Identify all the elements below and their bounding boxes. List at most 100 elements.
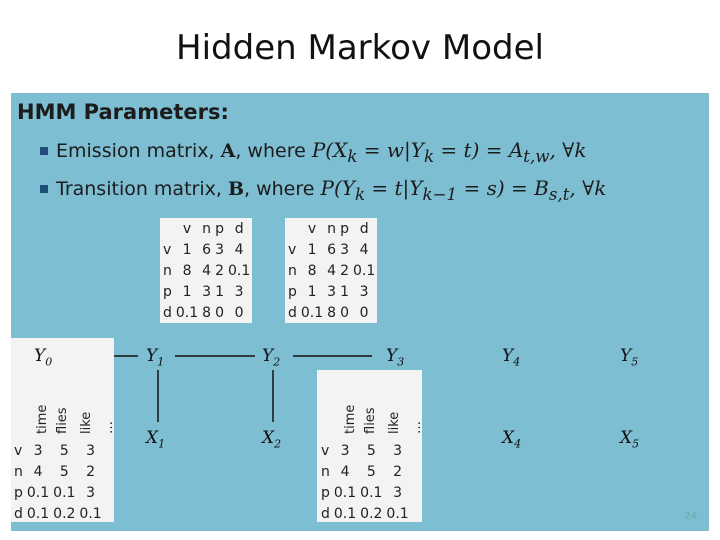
row-header: p [288,283,297,300]
table-cell: 1 [340,283,349,300]
col-header: v [182,220,192,237]
table-cell: 0 [340,304,349,321]
table-cell: 0.1 [300,304,324,321]
col-header: time [343,404,358,434]
slide-title: Hidden Markov Model [176,28,544,68]
bullet-marker [40,147,48,155]
table-cell: 3 [202,283,212,300]
table-cell: 6 [202,241,212,258]
table-cell: 4 [359,241,369,258]
col-header: flies [363,407,378,434]
col-header: … [101,421,116,434]
table-cell: 8 [307,262,317,279]
row-header: d [163,304,172,321]
node-x5: X5 [620,428,640,451]
row-header: n [321,463,330,480]
row-header: v [163,241,172,258]
table-cell: 8 [182,262,192,279]
bullet-bold: B [227,178,244,200]
bullet-transition: Transition matrix, B, where P(Yk = t|Yk−… [56,176,606,204]
bullet-emission: Emission matrix, A, where P(Xk = w|Yk = … [56,138,586,166]
transition-table-2: v n p d v 1 6 3 4 n 8 4 2 0.1 p 1 3 1 3 … [285,218,378,323]
bullet-text: Emission matrix, [56,140,221,162]
transition-formula: P(Yk = t|Yk−1 = s) = Bs,t, ∀k [320,176,607,204]
node-y5: Y5 [620,346,639,369]
table-cell: 5 [366,463,376,480]
table-cell: 4 [327,262,337,279]
node-y2: Y2 [262,346,281,369]
table-cell: 1 [182,241,192,258]
table-cell: 0.1 [360,484,383,501]
table-cell: 4 [340,463,350,480]
col-header: flies [55,407,70,434]
table-cell: 3 [327,283,337,300]
table-cell: 0.1 [353,262,376,279]
table-cell: 3 [215,241,224,258]
table-cell: 0.1 [333,505,357,522]
table-cell: 3 [393,442,403,459]
row-header: n [288,262,297,279]
row-header: d [321,505,330,522]
node-x4: X4 [502,428,522,451]
table-cell: 1 [307,283,317,300]
page-number: 24 [684,511,697,522]
table-cell: 2 [393,463,403,480]
table-cell: 0.1 [79,505,102,522]
bullet-rest: , where [235,140,312,162]
table-cell: 0 [359,304,369,321]
table-cell: 3 [86,484,96,501]
table-cell: 0 [215,304,224,321]
table-cell: 0.1 [386,505,409,522]
node-x2: X2 [262,428,282,451]
row-header: p [14,484,23,501]
node-y0: Y0 [34,346,53,369]
table-cell: 3 [340,442,350,459]
table-cell: 4 [33,463,43,480]
table-cell: 3 [393,484,403,501]
col-header: like [79,411,94,434]
emission-table-1 [11,338,114,522]
col-header: … [409,421,424,434]
bullet-rest: , where [244,178,321,200]
emission-table-1-body: v 3 5 3 n 4 5 2 p 0.1 0.1 3 d 0.1 0.2 0.… [11,440,104,524]
col-header: d [234,220,244,237]
row-header: n [14,463,23,480]
bullet-bold: A [220,140,236,162]
table-cell: 8 [202,304,212,321]
table-cell: 0.1 [26,484,50,501]
table-cell: 0 [234,304,244,321]
table-cell: 0.1 [228,262,251,279]
table-cell: 3 [33,442,43,459]
row-header: d [288,304,297,321]
table-cell: 1 [307,241,317,258]
col-header: p [215,220,224,237]
node-x1: X1 [146,428,166,451]
table-cell: 3 [359,283,369,300]
table-cell: 0.1 [26,505,50,522]
table-cell: 6 [327,241,337,258]
row-header: p [163,283,172,300]
col-header: d [359,220,369,237]
transition-table-1: v n p d v 1 6 3 4 n 8 4 2 0.1 p 1 3 1 3 … [160,218,253,323]
emission-formula: P(Xk = w|Yk = t) = At,w, ∀k [311,138,587,166]
table-cell: 0.2 [53,505,76,522]
table-cell: 8 [327,304,337,321]
row-header: v [321,442,330,459]
table-cell: 0.1 [175,304,199,321]
col-header: like [387,411,402,434]
table-cell: 0.1 [333,484,357,501]
row-header: d [14,505,23,522]
emission-table-2-body: v 3 5 3 n 4 5 2 p 0.1 0.1 3 d 0.1 0.2 0.… [318,440,411,524]
col-header: n [327,220,337,237]
row-header: v [14,442,23,459]
table-cell: 1 [182,283,192,300]
col-header: v [307,220,317,237]
table-cell: 2 [215,262,224,279]
row-header: v [288,241,297,258]
table-cell: 3 [234,283,244,300]
col-header: time [35,404,50,434]
row-header: p [321,484,330,501]
emission-table-2 [317,370,422,522]
table-cell: 3 [340,241,349,258]
table-cell: 1 [215,283,224,300]
